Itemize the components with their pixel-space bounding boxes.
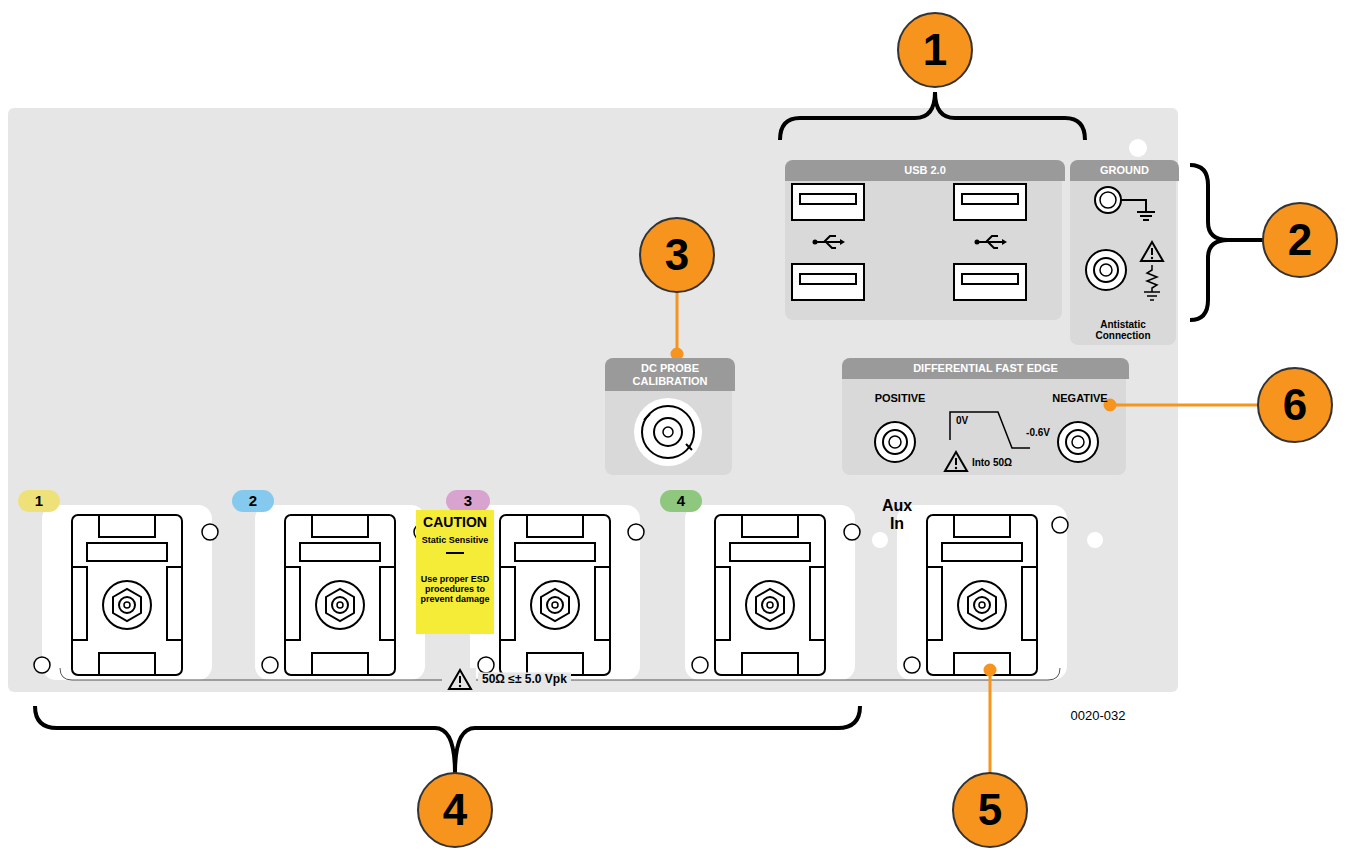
probe-calibration-section: DC PROBE CALIBRATION [605,358,735,475]
callout-number: 4 [443,786,467,834]
figure-number: 0020-032 [1071,709,1126,723]
input-rating: 50Ω ≤± 5.0 Vpk [478,672,571,687]
panel-text: POSITIVE [875,392,926,404]
section-header: DIFFERENTIAL FAST EDGE [842,358,1129,379]
port-label: Aux In [879,497,915,532]
channel-number: 1 [35,493,43,510]
usb-section: USB 2.0 [785,160,1065,320]
panel-text: NEGATIVE [1052,392,1107,404]
callout-number: 6 [1283,381,1307,429]
panel-text: 0V [956,415,968,426]
callout-number: 1 [923,26,947,74]
caution-rule [446,552,464,554]
panel-text: Static Sensitive [422,536,489,546]
section-header: DC PROBE CALIBRATION [605,358,735,391]
caution-label: CAUTION Static SensitiveUse proper ESD pr… [416,510,494,634]
channel-tag: 4 [660,490,702,512]
panel-text: Into 50Ω [972,457,1012,468]
fast-edge-section: DIFFERENTIAL FAST EDGE POSITIVE NEGATIVE 0V… [842,358,1129,475]
ground-section: GROUND Antistatic Connection [1070,160,1179,345]
channel-number: 3 [464,493,472,510]
channel-tag: 3 [446,490,490,512]
channel-tag: 2 [232,490,274,512]
channel-number: 4 [677,493,685,510]
panel-text: -0.6V [1026,427,1050,438]
callout-number: 3 [665,231,689,279]
callout-number: 2 [1288,216,1312,264]
channel-tag: 1 [18,490,60,512]
section-header: USB 2.0 [785,160,1065,181]
panel-text: Antistatic Connection [1075,319,1171,341]
callout-number: 5 [978,786,1002,834]
panel-text: CAUTION [423,515,487,530]
channel-number: 2 [249,493,257,510]
section-header: GROUND [1070,160,1179,181]
panel-text: Use proper ESD procedures to prevent dam… [420,575,490,605]
